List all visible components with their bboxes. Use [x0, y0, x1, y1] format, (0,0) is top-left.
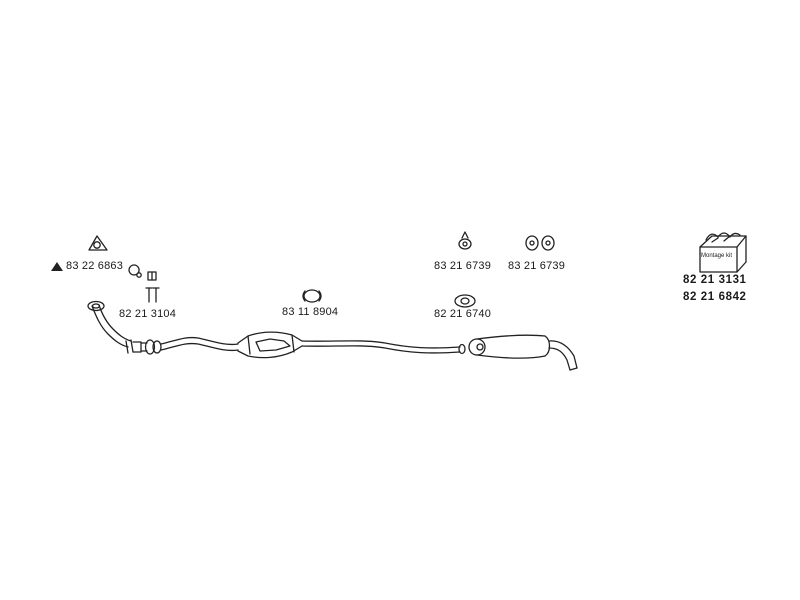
hanger-double-icon: [525, 235, 555, 251]
part-number-hanger-double: 83 21 6739: [508, 260, 566, 272]
washer-icon: [147, 271, 157, 281]
tail-pipe: [548, 340, 578, 371]
nut-icon: [128, 264, 142, 278]
front-downpipe: [87, 300, 142, 354]
part-number-clamp: 83 11 8904: [282, 306, 339, 318]
part-number-gasket-rear: 82 21 6740: [434, 308, 492, 320]
gasket-icon-front: [88, 235, 108, 251]
part-number-hanger-single: 83 21 6739: [434, 260, 492, 272]
part-number-mounting-kit-2: 82 21 6842: [683, 291, 747, 303]
hanger-single-icon: [458, 231, 472, 250]
bolt-icon: [145, 287, 160, 303]
middle-pipe: [301, 340, 466, 355]
catalytic-converter: [237, 331, 303, 359]
part-number-gasket-front: 83 22 6863: [66, 260, 124, 272]
warning-triangle-icon: [51, 262, 63, 271]
gasket-icon-rear: [454, 294, 476, 308]
clamp-icon: [302, 289, 322, 303]
part-number-mounting-kit: 82 21 3131: [683, 274, 747, 286]
rear-muffler: [468, 334, 551, 359]
flange-joint: [140, 339, 162, 355]
mounting-kit-box-label: Montage kit: [701, 253, 733, 259]
intermediate-pipe-front: [160, 336, 239, 352]
part-number-fixing-kit: 82 21 3104: [119, 308, 177, 320]
mounting-kit-box-icon: [699, 232, 747, 273]
